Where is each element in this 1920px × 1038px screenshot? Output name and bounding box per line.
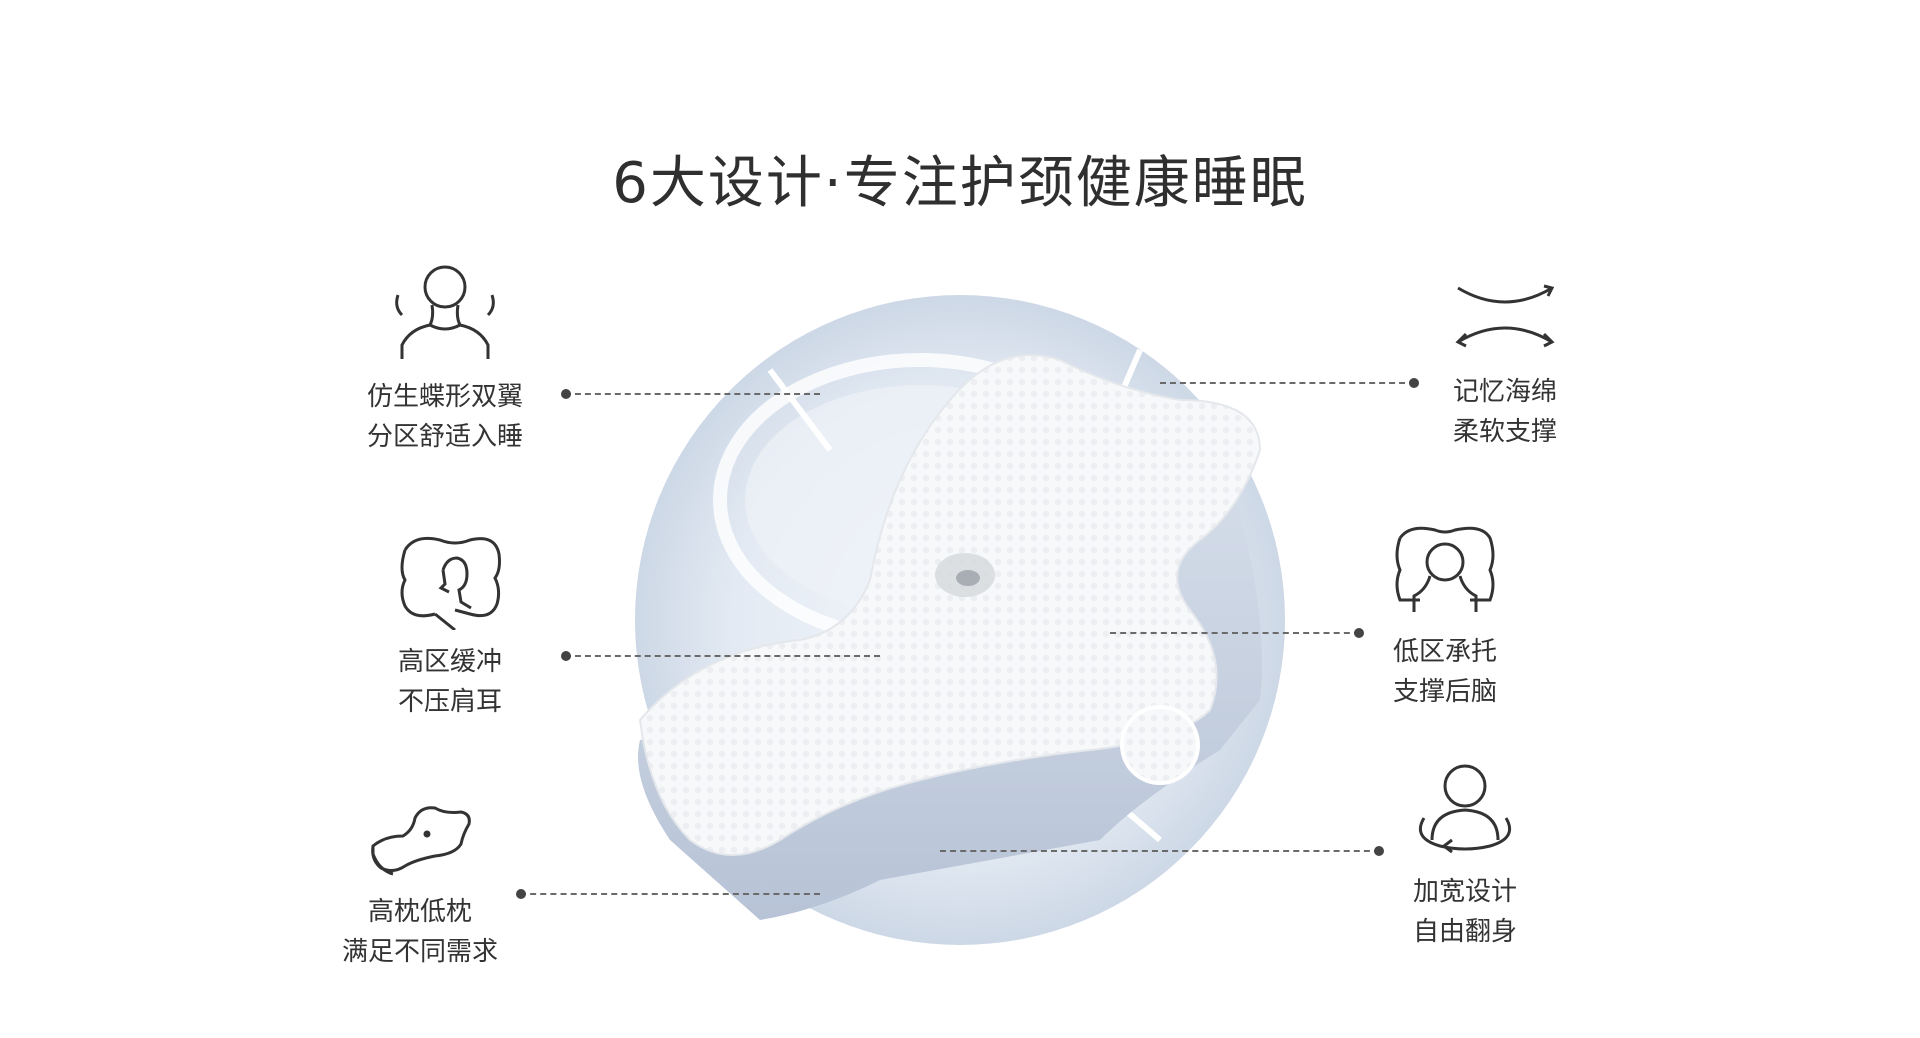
feature-memory-foam: 记忆海绵 柔软支撑: [1395, 280, 1615, 452]
connector-dot: [561, 389, 571, 399]
feature-height-line1: 高枕低枕: [367, 897, 472, 927]
person-rotate-icon: [1419, 764, 1511, 854]
feature-memory-foam-line1: 记忆海绵: [1452, 377, 1557, 407]
side-head-pillow-icon: [400, 536, 501, 630]
connector-dot: [1354, 628, 1364, 638]
feature-high-zone: 高区缓冲 不压肩耳: [340, 530, 560, 722]
feature-height-line2: 满足不同需求: [341, 937, 498, 967]
feature-low-zone: 低区承托 支撑后脑: [1335, 520, 1555, 712]
feature-high-zone-line1: 高区缓冲: [397, 647, 502, 677]
connector-height: [516, 889, 820, 899]
connector-dot: [561, 651, 571, 661]
feature-wide-line2: 自由翻身: [1412, 917, 1517, 947]
connector-dot: [516, 889, 526, 899]
connector-butterfly: [561, 389, 820, 399]
feature-high-zone-line2: 不压肩耳: [397, 687, 502, 717]
feature-memory-foam-line2: 柔软支撑: [1452, 417, 1557, 447]
pillow-shape-icon: [371, 806, 471, 876]
feature-height: 高枕低枕 满足不同需求: [310, 800, 530, 972]
connector-wide: [940, 846, 1384, 856]
feature-butterfly: 仿生蝶形双翼 分区舒适入睡: [335, 255, 555, 457]
feature-butterfly-line1: 仿生蝶形双翼: [366, 382, 523, 412]
connector-low-zone: [1110, 628, 1364, 638]
back-head-pillow-icon: [1395, 526, 1495, 612]
curved-arrows-icon: [1455, 284, 1555, 348]
neck-figure-icon: [395, 265, 495, 359]
feature-low-zone-line2: 支撑后脑: [1392, 677, 1497, 707]
connector-memory-foam: [1160, 378, 1419, 388]
page-title: 6大设计·专注护颈健康睡眠: [612, 151, 1308, 216]
connector-dot: [1374, 846, 1384, 856]
feature-low-zone-line1: 低区承托: [1392, 637, 1497, 667]
pillow-product-image: [635, 295, 1285, 945]
feature-butterfly-line2: 分区舒适入睡: [366, 422, 523, 452]
feature-wide-line1: 加宽设计: [1412, 877, 1517, 907]
connector-dot: [1409, 378, 1419, 388]
connector-high-zone: [561, 651, 880, 661]
feature-wide: 加宽设计 自由翻身: [1355, 760, 1575, 952]
